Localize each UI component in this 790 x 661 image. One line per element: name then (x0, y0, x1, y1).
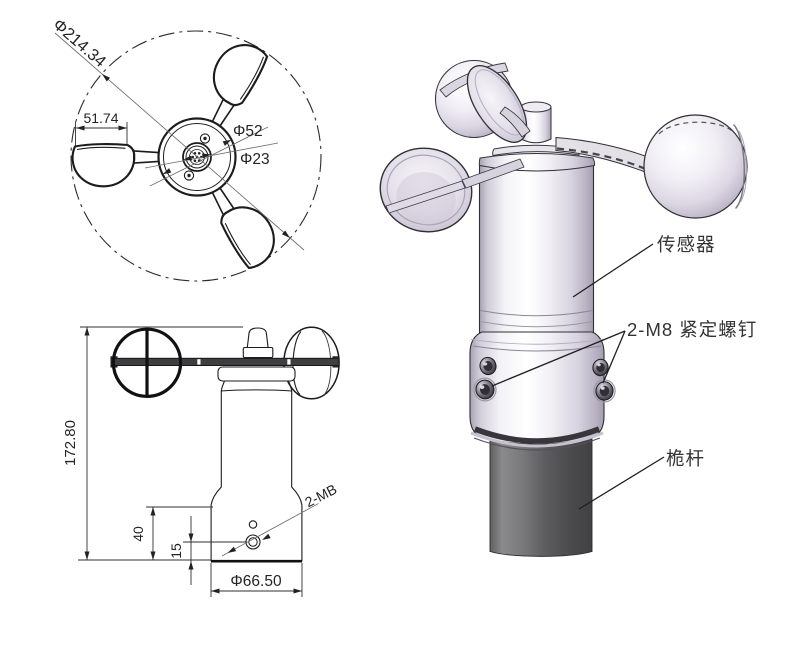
dim-shaft-diameter-text: Φ23 (240, 151, 270, 168)
dim-base-diameter: Φ66.50 (210, 563, 303, 597)
iso-set-screw-left-upper (479, 356, 497, 376)
iso-view: 传感器 2-M8 紧定螺钉 桅杆 (379, 59, 757, 557)
arrow (222, 139, 232, 146)
arrow (293, 588, 302, 594)
dim-cup-width-text: 51.74 (83, 110, 118, 126)
dim-mount-hole-height-text: 40 (130, 526, 146, 542)
dim-base-diameter-text: Φ66.50 (230, 573, 282, 590)
dim-shaft-diameter: Φ23 (144, 142, 279, 169)
arrow (84, 327, 90, 336)
arrow (211, 588, 220, 594)
cup-left (71, 143, 160, 188)
arrow (281, 230, 290, 238)
arrow (150, 551, 156, 560)
dim-cup-width: 51.74 (75, 110, 128, 146)
dim-swept-diameter-text: Φ214.34 (49, 16, 109, 71)
label-set-screw: 2-M8 紧定螺钉 (491, 319, 757, 387)
arrow (150, 507, 156, 516)
dim-total-height: 172.80 (62, 326, 243, 561)
label-mast-text: 桅杆 (666, 448, 705, 469)
iso-set-screw-left-lower (473, 377, 497, 402)
dim-screw-offset: 15 (168, 516, 247, 585)
arrow (118, 125, 127, 131)
dim-hub-diameter-text: Φ52 (233, 123, 263, 140)
dim-mount-hole-height: 40 (130, 506, 213, 560)
iso-set-screw-right-lower (593, 379, 616, 403)
arrow (227, 546, 237, 553)
side-cup-left (111, 327, 183, 398)
dim-screw-offset-text: 15 (168, 543, 184, 559)
iso-arm-upper-left (499, 106, 531, 138)
iso-cup-upper-left (434, 59, 531, 143)
iso-collar (469, 331, 605, 451)
iso-cup-left (379, 147, 525, 233)
side-rotor-arm (110, 356, 340, 368)
label-sensor-text: 传感器 (657, 234, 716, 255)
arrow (188, 561, 194, 570)
iso-set-screw-right-upper (592, 358, 609, 377)
side-housing (210, 389, 303, 562)
side-upper-hole (248, 520, 258, 529)
arrow (201, 153, 211, 159)
dim-total-height-text: 172.80 (62, 420, 79, 466)
iso-body (478, 164, 595, 339)
side-view: 172.80 40 15 Φ66.50 (62, 326, 340, 597)
label-set-screw-text: 2-M8 紧定螺钉 (627, 319, 757, 340)
side-body (210, 327, 303, 563)
iso-cup-right (643, 114, 748, 219)
top-view: Φ214.34 51.74 Φ52 Φ23 (49, 16, 322, 282)
arrow (188, 533, 194, 542)
arrow (76, 125, 85, 131)
swept-circle (70, 30, 322, 282)
cup-upper-right (189, 33, 272, 132)
iso-arm-left (461, 158, 525, 189)
callout-screw-text: 2-MB (302, 481, 339, 510)
arrow (262, 533, 271, 540)
label-mast: 桅杆 (578, 448, 705, 510)
arrow (102, 74, 111, 82)
arrow (183, 155, 193, 161)
side-flange (217, 366, 296, 382)
label-sensor: 传感器 (572, 234, 716, 298)
hub-screw-bottom (183, 170, 195, 181)
arrow (162, 168, 172, 175)
iso-post (520, 101, 552, 144)
dim-hub-diameter: Φ52 (149, 123, 269, 187)
arrow (84, 551, 90, 560)
hub-screw-top (199, 133, 211, 144)
